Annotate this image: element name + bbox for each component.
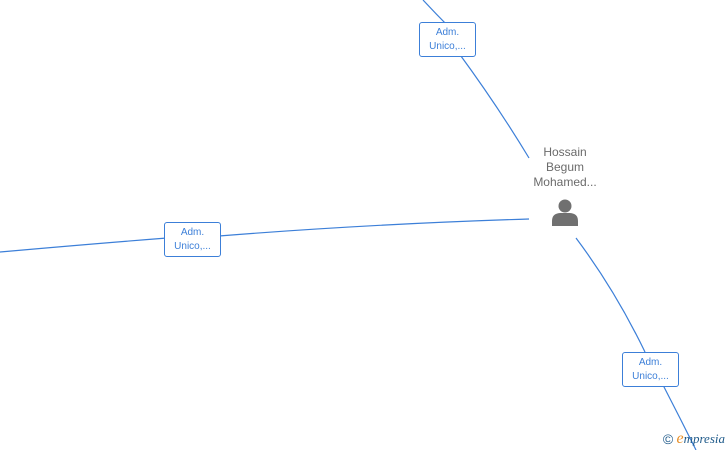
relation-role: Adm. (638, 357, 663, 368)
copyright-icon: © (662, 430, 674, 447)
person-node[interactable]: Hossain Begum Mohamed... (515, 145, 615, 227)
relation-role: Adm. (435, 27, 460, 38)
person-name-line1: Hossain (543, 145, 587, 159)
relation-detail: Unico,... (429, 41, 466, 52)
person-name[interactable]: Hossain Begum Mohamed... (515, 145, 615, 190)
relation-detail: Unico,... (632, 371, 669, 382)
brand-rest: mpresia (683, 430, 725, 446)
person-icon[interactable] (550, 197, 580, 227)
edge-bottom-lower (662, 384, 697, 450)
empresia-logo: empresia (676, 429, 725, 447)
relation-detail: Unico,... (174, 241, 211, 252)
empresia-watermark: © empresia (662, 429, 725, 447)
relation-role: Adm. (180, 227, 205, 238)
relation-label-top[interactable]: Adm. Unico,... (419, 22, 476, 57)
person-name-line2: Begum (545, 160, 585, 174)
edge-left (0, 237, 168, 253)
edge-left-right (218, 218, 530, 237)
relation-label-bottom[interactable]: Adm. Unico,... (622, 352, 679, 387)
edge-top-lower (457, 51, 530, 159)
brand-initial: e (676, 429, 684, 447)
relation-label-left[interactable]: Adm. Unico,... (164, 222, 221, 257)
edge-bottom (575, 237, 646, 353)
person-name-line3: Mohamed... (533, 175, 597, 189)
